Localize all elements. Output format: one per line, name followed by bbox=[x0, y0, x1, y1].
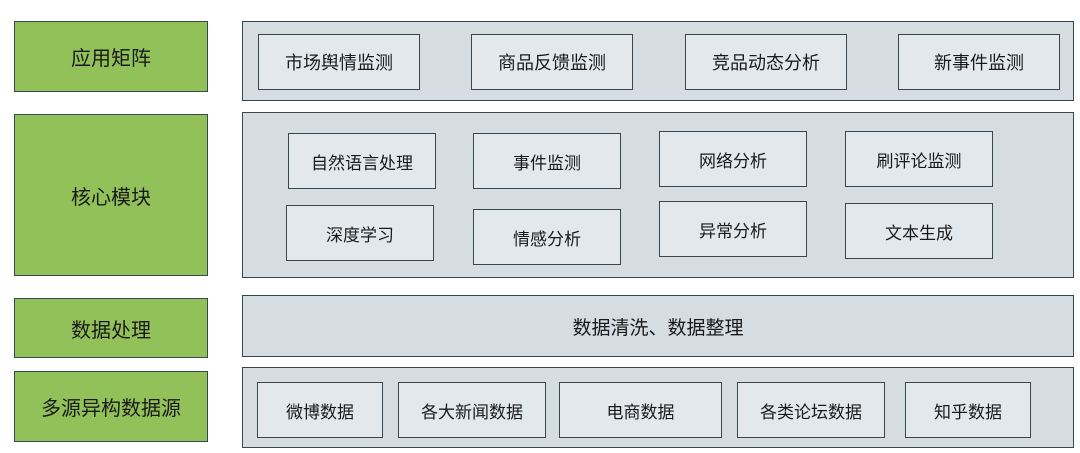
core-item-event-monitoring: 事件监测 bbox=[473, 133, 621, 189]
app-item-new-event: 新事件监测 bbox=[898, 34, 1060, 90]
layer-label-processing: 数据处理 bbox=[14, 298, 208, 358]
source-item-ecommerce: 电商数据 bbox=[559, 382, 722, 438]
core-panel: 自然语言处理 事件监测 网络分析 刷评论监测 深度学习 情感分析 异常分析 文本… bbox=[242, 112, 1074, 278]
core-item-deep-learning: 深度学习 bbox=[286, 205, 434, 261]
app-item-competitor-analysis: 竞品动态分析 bbox=[685, 34, 847, 90]
processing-panel: 数据清洗、数据整理 bbox=[242, 295, 1074, 357]
core-item-network-analysis: 网络分析 bbox=[659, 131, 807, 187]
core-item-sentiment: 情感分析 bbox=[473, 209, 621, 265]
layer-label-core: 核心模块 bbox=[14, 114, 208, 276]
source-item-forums: 各类论坛数据 bbox=[737, 382, 885, 438]
core-item-nlp: 自然语言处理 bbox=[288, 133, 436, 189]
app-item-market-monitoring: 市场舆情监测 bbox=[258, 34, 420, 90]
layer-label-application: 应用矩阵 bbox=[14, 21, 208, 92]
source-item-zhihu: 知乎数据 bbox=[905, 382, 1031, 438]
core-item-anomaly: 异常分析 bbox=[659, 201, 807, 257]
application-panel: 市场舆情监测 商品反馈监测 竞品动态分析 新事件监测 bbox=[242, 21, 1074, 101]
core-item-fake-review: 刷评论监测 bbox=[845, 131, 993, 187]
source-item-weibo: 微博数据 bbox=[257, 382, 383, 438]
sources-panel: 微博数据 各大新闻数据 电商数据 各类论坛数据 知乎数据 bbox=[242, 367, 1074, 448]
processing-text: 数据清洗、数据整理 bbox=[572, 316, 744, 339]
layer-label-sources: 多源异构数据源 bbox=[14, 371, 208, 442]
core-item-text-generation: 文本生成 bbox=[845, 203, 993, 259]
source-item-news: 各大新闻数据 bbox=[398, 382, 546, 438]
app-item-product-feedback: 商品反馈监测 bbox=[471, 34, 633, 90]
